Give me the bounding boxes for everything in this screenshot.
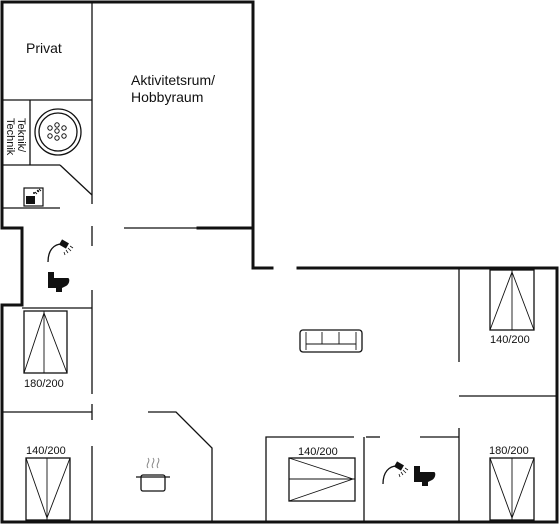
- room-label-technik-2: Technik: [4, 118, 16, 156]
- toilet-icon: [48, 272, 70, 292]
- room-label-activity-1: Aktivitetsrum/: [131, 72, 215, 88]
- washer-dryer-icon: [23, 187, 44, 207]
- shower-icon: [47, 239, 74, 263]
- bed-icon: [489, 457, 535, 521]
- room-label-privat: Privat: [26, 40, 62, 56]
- cooking-pot-icon: [136, 457, 170, 492]
- room-label-technik: Teknik/ Technik: [4, 118, 27, 156]
- bed-label-right-top: 140/200: [490, 334, 530, 346]
- bed-label-right-bottom: 180/200: [489, 445, 529, 457]
- sofa-icon: [299, 329, 363, 353]
- whirlpool-icon: [34, 108, 82, 156]
- bed-label-bottom-left: 140/200: [26, 445, 66, 457]
- bed-icon: [489, 269, 535, 331]
- bed-label-left-mid: 180/200: [24, 378, 64, 390]
- room-label-technik-1: Teknik/: [15, 118, 27, 153]
- shower-icon: [382, 461, 409, 485]
- interior-walls: [2, 2, 557, 522]
- toilet-icon: [414, 466, 436, 486]
- bed-label-bottom-mid: 140/200: [298, 446, 338, 458]
- bed-icon: [25, 457, 71, 521]
- bed-icon: [23, 310, 68, 374]
- room-label-activity-2: Hobbyraum: [131, 89, 203, 105]
- bed-icon: [288, 457, 356, 502]
